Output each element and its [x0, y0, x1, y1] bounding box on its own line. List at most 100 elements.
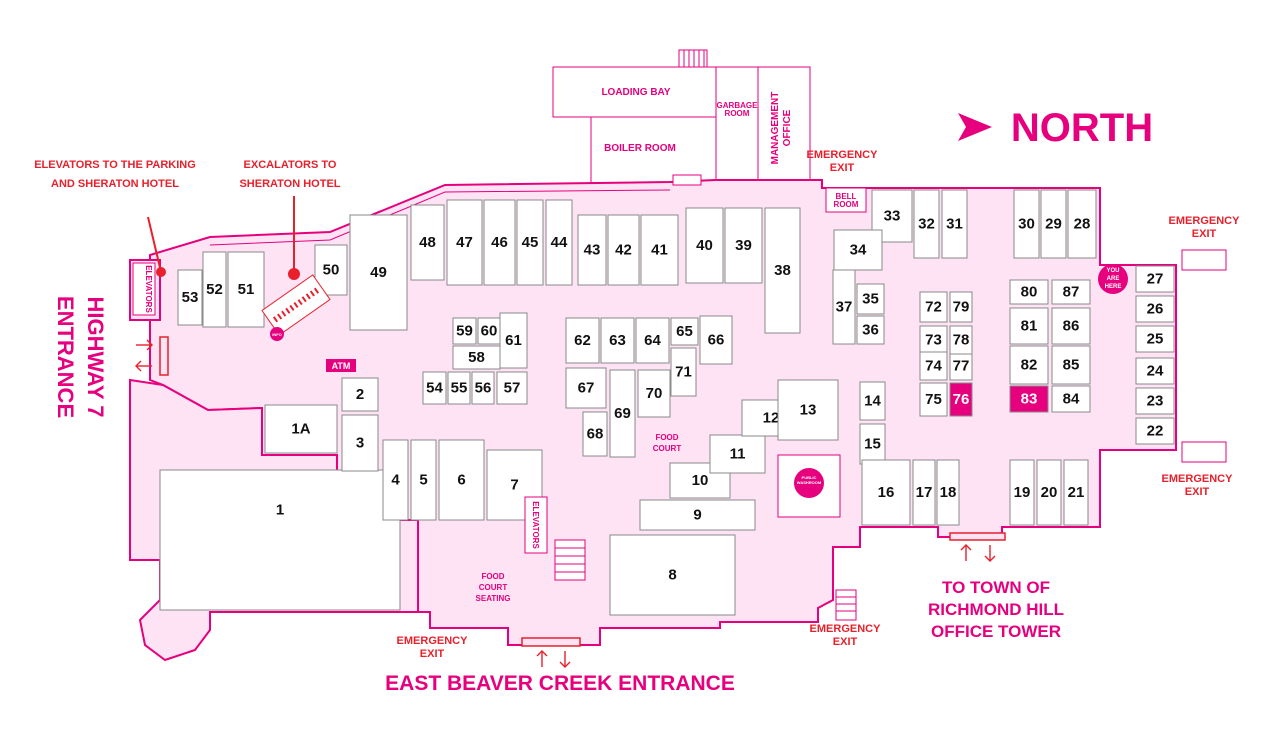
unit-40[interactable] [685, 207, 724, 284]
garbage-room-label-2: ROOM [725, 109, 750, 118]
unit-label-43: 43 [584, 242, 601, 259]
unit-61[interactable] [499, 312, 528, 369]
unit-16[interactable] [861, 459, 911, 526]
unit-45[interactable] [516, 199, 544, 286]
unit-69[interactable] [609, 369, 636, 458]
unit-70[interactable] [637, 369, 671, 418]
unit-5[interactable] [410, 439, 437, 521]
unit-49[interactable] [349, 214, 408, 331]
unit-59[interactable] [452, 317, 477, 345]
unit-label-17: 17 [916, 484, 933, 501]
unit-3[interactable] [341, 414, 379, 472]
unit-35[interactable] [856, 283, 885, 315]
unit-44[interactable] [545, 199, 573, 286]
unit-84[interactable] [1051, 385, 1091, 413]
unit-79[interactable] [949, 291, 973, 323]
unit-42[interactable] [607, 214, 640, 286]
unit-6[interactable] [438, 439, 485, 521]
unit-28[interactable] [1067, 189, 1097, 259]
emergency-exit-north-1: EMERGENCY [807, 149, 879, 161]
unit-83[interactable] [1009, 385, 1049, 413]
unit-29[interactable] [1040, 189, 1067, 259]
unit-9[interactable] [639, 499, 756, 531]
unit-22[interactable] [1135, 417, 1175, 445]
unit-73[interactable] [919, 325, 948, 355]
unit-66[interactable] [699, 315, 733, 365]
unit-85[interactable] [1051, 345, 1091, 385]
unit-54[interactable] [422, 371, 447, 405]
unit-56[interactable] [471, 371, 495, 405]
unit-76[interactable] [949, 382, 973, 417]
unit-label-58: 58 [468, 349, 485, 366]
unit-67[interactable] [565, 367, 607, 409]
unit-2[interactable] [341, 377, 379, 412]
unit-label-7: 7 [510, 477, 518, 494]
unit-30[interactable] [1013, 189, 1040, 259]
unit-41[interactable] [640, 214, 679, 286]
highway7-label-1: HIGHWAY 7 [83, 296, 108, 417]
elevators-food-court [524, 496, 548, 554]
unit-81[interactable] [1009, 307, 1049, 345]
unit-72[interactable] [919, 291, 948, 323]
unit-46[interactable] [483, 199, 516, 286]
unit-13[interactable] [777, 379, 839, 441]
unit-label-13: 13 [800, 402, 817, 419]
unit-57[interactable] [496, 371, 528, 405]
unit-4[interactable] [382, 439, 409, 521]
unit-label-52: 52 [206, 281, 223, 298]
unit-19[interactable] [1009, 459, 1035, 526]
unit-32[interactable] [913, 189, 940, 259]
unit-37[interactable] [832, 269, 856, 345]
unit-75[interactable] [919, 382, 948, 417]
unit-71[interactable] [670, 347, 697, 397]
unit-64[interactable] [635, 317, 670, 364]
unit-48[interactable] [410, 204, 445, 281]
unit-53[interactable] [177, 269, 203, 326]
unit-65[interactable] [670, 317, 699, 346]
elevators-callout-line [147, 216, 162, 273]
unit-21[interactable] [1063, 459, 1089, 526]
washroom-label-2: WASHROOM [797, 480, 822, 485]
unit-24[interactable] [1135, 357, 1175, 385]
unit-43[interactable] [577, 214, 607, 286]
unit-25[interactable] [1135, 325, 1175, 353]
unit-23[interactable] [1135, 387, 1175, 415]
unit-15[interactable] [859, 423, 886, 465]
unit-8[interactable] [609, 534, 736, 616]
unit-31[interactable] [941, 189, 968, 259]
unit-74[interactable] [919, 351, 948, 381]
highway7-door-arrows-icon [135, 339, 153, 372]
unit-label-78: 78 [953, 332, 970, 349]
unit-52[interactable] [202, 251, 227, 328]
unit-55[interactable] [447, 371, 471, 405]
unit-20[interactable] [1036, 459, 1062, 526]
unit-39[interactable] [724, 207, 763, 284]
unit-36[interactable] [856, 315, 885, 345]
unit-87[interactable] [1051, 279, 1091, 305]
unit-63[interactable] [600, 317, 635, 364]
unit-11[interactable] [709, 434, 766, 474]
highway7-label-2: ENTRANCE [53, 296, 78, 418]
unit-51[interactable] [227, 251, 265, 328]
bell-room-label-1: BELL [836, 192, 857, 201]
unit-78[interactable] [949, 325, 973, 355]
garbage-room-label-1: GARBAGE [717, 101, 759, 110]
unit-47[interactable] [446, 199, 483, 286]
unit-80[interactable] [1009, 279, 1049, 305]
unit-62[interactable] [565, 317, 600, 364]
unit-1[interactable] [159, 469, 401, 611]
unit-26[interactable] [1135, 295, 1175, 323]
unit-label-37: 37 [836, 299, 853, 316]
unit-27[interactable] [1135, 265, 1175, 293]
unit-38[interactable] [764, 207, 801, 334]
unit-14[interactable] [859, 381, 886, 421]
unit-17[interactable] [912, 459, 936, 526]
unit-1a[interactable] [264, 404, 338, 454]
unit-18[interactable] [936, 459, 960, 526]
unit-82[interactable] [1009, 345, 1049, 385]
unit-86[interactable] [1051, 307, 1091, 345]
unit-68[interactable] [582, 411, 608, 457]
unit-34[interactable] [833, 229, 883, 271]
unit-label-30: 30 [1018, 216, 1035, 233]
richmond-hill-arrows-icon [960, 544, 996, 562]
